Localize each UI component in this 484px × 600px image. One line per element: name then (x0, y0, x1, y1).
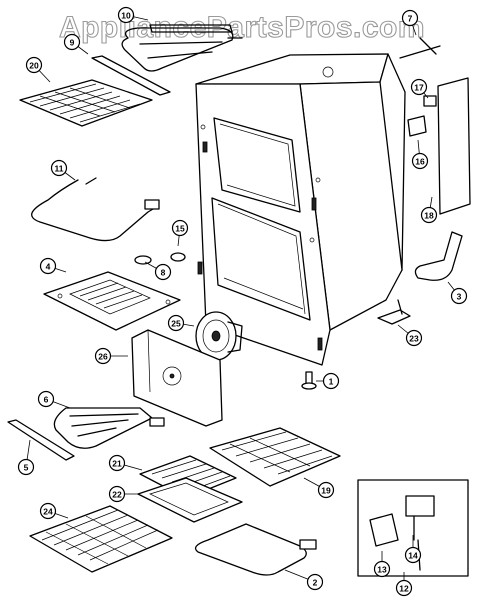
callout-16: 16 (411, 152, 429, 170)
part-20-oven-rack (19, 79, 153, 127)
part-4-heat-shield (43, 271, 181, 331)
callout-label: 18 (424, 211, 434, 221)
callout-label: 11 (55, 164, 64, 174)
callout-9: 9 (63, 33, 81, 51)
part-18-side-panel (437, 77, 471, 215)
callout-24: 24 (39, 502, 57, 520)
callout-22: 22 (108, 485, 126, 503)
callout-label: 20 (29, 61, 39, 71)
callout-label: 2 (313, 578, 318, 588)
part-10-broil-element (121, 24, 243, 72)
callout-label: 25 (171, 319, 181, 329)
part-25-convection-fan (195, 311, 243, 361)
callout-label: 4 (46, 262, 51, 272)
part-16-switch (407, 115, 427, 137)
callout-26: 26 (94, 347, 112, 365)
callout-label: 12 (399, 584, 409, 594)
part-7-sensor (399, 37, 441, 59)
callout-label: 21 (112, 459, 122, 469)
part-19-oven-rack (209, 427, 341, 487)
callout-label: 16 (415, 157, 425, 167)
callout-label: 17 (414, 83, 424, 93)
part-5-shield-bar (7, 419, 75, 461)
callout-label: 22 (112, 490, 122, 500)
part-11-bake-element (31, 177, 160, 242)
callout-1: 1 (322, 372, 340, 390)
callout-7: 7 (401, 9, 419, 27)
part-6-element (53, 407, 165, 449)
part-2-bake-element (194, 523, 317, 576)
callout-label: 10 (121, 11, 131, 21)
callout-label: 14 (408, 551, 418, 561)
callout-15: 15 (171, 219, 189, 237)
callout-label: 26 (98, 352, 108, 362)
callout-2: 2 (306, 573, 324, 591)
callout-23: 23 (405, 329, 423, 347)
callout-label: 9 (70, 38, 75, 48)
callout-label: 7 (408, 14, 413, 24)
callout-5: 5 (17, 458, 35, 476)
part-12-kit-box (357, 479, 469, 577)
callout-19: 19 (317, 481, 335, 499)
callout-4: 4 (39, 257, 57, 275)
callout-17: 17 (410, 78, 428, 96)
callout-21: 21 (108, 454, 126, 472)
part-1-leveling-leg (301, 371, 317, 390)
callout-14: 14 (404, 546, 422, 564)
part-3-trim (414, 231, 463, 281)
part-9-shield-bar (91, 55, 171, 96)
callout-20: 20 (25, 56, 43, 74)
part-24-oven-rack (29, 505, 173, 573)
callout-3: 3 (450, 287, 468, 305)
callout-10: 10 (117, 6, 135, 24)
part-17-bracket (423, 95, 437, 107)
callout-8: 8 (154, 263, 172, 281)
part-8-cover (134, 255, 152, 265)
callout-label: 8 (161, 268, 166, 278)
part-22-broiler-pan (137, 477, 243, 523)
watermark-text: AppliancePartsPros.com (59, 11, 425, 44)
callout-18: 18 (420, 206, 438, 224)
callout-6: 6 (37, 390, 55, 408)
callout-label: 13 (377, 565, 387, 575)
oven-cavity (195, 53, 406, 366)
callout-label: 24 (43, 507, 53, 517)
callout-25: 25 (167, 314, 185, 332)
callout-label: 3 (457, 292, 462, 302)
part-26-convection-cover (131, 329, 223, 427)
callout-label: 23 (409, 334, 419, 344)
callout-label: 15 (175, 224, 185, 234)
callout-layer: 1234567891011121314151617181920212223242… (17, 6, 468, 597)
callout-12: 12 (395, 579, 413, 597)
callout-label: 1 (329, 377, 334, 387)
callout-label: 6 (44, 395, 49, 405)
callout-label: 5 (24, 463, 29, 473)
callout-11: 11 (50, 159, 68, 177)
callout-13: 13 (373, 560, 391, 578)
part-15-grommet (170, 252, 186, 262)
callout-label: 19 (321, 486, 331, 496)
part-23-bracket (377, 299, 411, 325)
